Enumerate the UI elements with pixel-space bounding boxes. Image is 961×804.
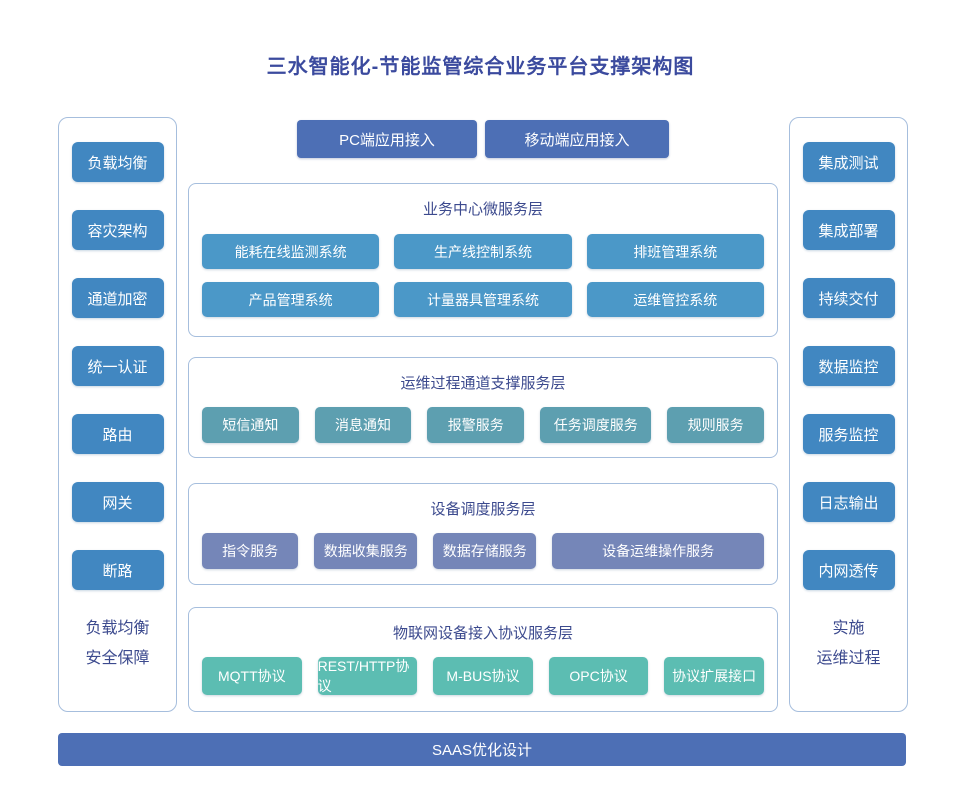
right-panel-item: 持续交付 (802, 278, 895, 318)
right-panel-item: 集成部署 (802, 210, 895, 250)
right-panel: 集成测试 集成部署 持续交付 数据监控 服务监控 日志输出 内网透传 实施 运维… (789, 117, 908, 712)
service-box: 规则服务 (667, 407, 765, 443)
service-box: MQTT协议 (202, 657, 302, 695)
service-box: 数据存储服务 (433, 533, 537, 569)
service-box: 协议扩展接口 (664, 657, 764, 695)
left-panel-caption: 负载均衡 安全保障 (85, 614, 149, 674)
right-panel-item: 数据监控 (802, 346, 895, 386)
section-title: 设备调度服务层 (430, 501, 536, 518)
right-panel-item: 服务监控 (802, 414, 895, 454)
service-box: 指令服务 (202, 533, 299, 569)
saas-bar: SAAS优化设计 (58, 733, 906, 766)
service-box: 设备运维操作服务 (552, 533, 765, 569)
left-panel-item: 统一认证 (71, 346, 164, 386)
right-panel-caption-line: 运维过程 (816, 650, 881, 667)
service-box: 排班管理系统 (586, 234, 764, 269)
left-panel-item: 断路 (71, 550, 164, 590)
protocol-services-row: MQTT协议 REST/HTTP协议 M-BUS协议 OPC协议 协议扩展接口 (202, 657, 764, 695)
left-panel-item: 容灾架构 (71, 210, 164, 250)
mobile-access-box: 移动端应用接入 (485, 120, 669, 158)
service-box: REST/HTTP协议 (317, 657, 418, 695)
service-box: 生产线控制系统 (394, 234, 572, 269)
section-channel-support: 运维过程通道支撑服务层 短信通知 消息通知 报警服务 任务调度服务 规则服务 (188, 357, 778, 458)
service-box: 数据收集服务 (314, 533, 418, 569)
left-panel-caption-line: 负载均衡 (85, 620, 150, 637)
left-panel-caption-line: 安全保障 (85, 650, 150, 667)
right-panel-caption-line: 实施 (832, 620, 865, 637)
section-title: 运维过程通道支撑服务层 (400, 375, 566, 392)
service-box: 产品管理系统 (202, 282, 380, 317)
service-box: 计量器具管理系统 (394, 282, 572, 317)
section-title: 物联网设备接入协议服务层 (392, 625, 573, 642)
right-panel-item: 内网透传 (802, 550, 895, 590)
application-access-row: PC端应用接入 移动端应用接入 (188, 120, 778, 158)
service-box: 短信通知 (202, 407, 299, 443)
service-box: 任务调度服务 (540, 407, 652, 443)
service-box: 能耗在线监测系统 (202, 234, 380, 269)
page-title: 三水智能化-节能监管综合业务平台支撑架构图 (266, 56, 695, 78)
left-panel-item: 路由 (71, 414, 164, 454)
service-box: 消息通知 (314, 407, 412, 443)
left-panel: 负载均衡 容灾架构 通道加密 统一认证 路由 网关 断路 负载均衡 安全保障 (58, 117, 177, 712)
section-device-scheduling: 设备调度服务层 指令服务 数据收集服务 数据存储服务 设备运维操作服务 (188, 483, 778, 585)
channel-services-row: 短信通知 消息通知 报警服务 任务调度服务 规则服务 (202, 407, 765, 443)
business-services-grid: 能耗在线监测系统 生产线控制系统 排班管理系统 产品管理系统 计量器具管理系统 … (202, 234, 764, 317)
pc-access-box: PC端应用接入 (297, 120, 477, 158)
left-panel-item: 网关 (71, 482, 164, 522)
section-business-microservices: 业务中心微服务层 能耗在线监测系统 生产线控制系统 排班管理系统 产品管理系统 … (188, 183, 778, 337)
right-panel-item: 日志输出 (802, 482, 895, 522)
service-box: OPC协议 (548, 657, 649, 695)
left-panel-item: 通道加密 (71, 278, 164, 318)
section-title: 业务中心微服务层 (422, 201, 543, 218)
service-box: 报警服务 (427, 407, 525, 443)
left-panel-item: 负载均衡 (71, 142, 164, 182)
device-services-row: 指令服务 数据收集服务 数据存储服务 设备运维操作服务 (202, 533, 765, 569)
service-box: M-BUS协议 (433, 657, 533, 695)
section-protocol-access: 物联网设备接入协议服务层 MQTT协议 REST/HTTP协议 M-BUS协议 … (188, 607, 778, 712)
service-box: 运维管控系统 (586, 282, 764, 317)
right-panel-caption: 实施 运维过程 (816, 614, 880, 674)
right-panel-item: 集成测试 (802, 142, 895, 182)
